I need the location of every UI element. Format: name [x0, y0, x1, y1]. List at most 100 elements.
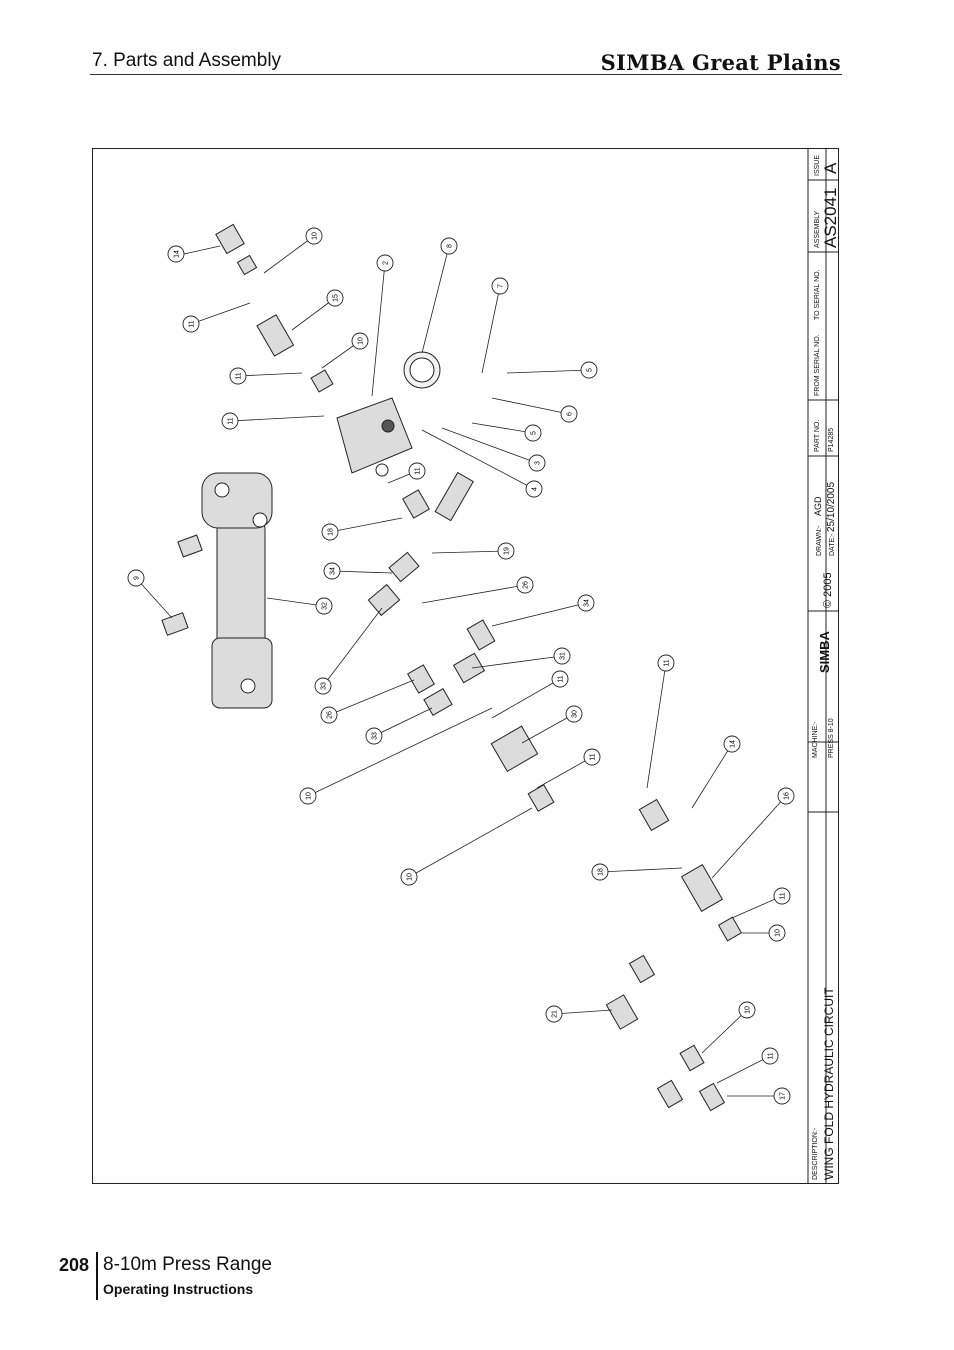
footer-subtitle: Operating Instructions [103, 1281, 254, 1297]
balloon-label: 5 [531, 431, 538, 435]
balloon-label: 10 [358, 337, 365, 345]
balloon-label: 4 [532, 487, 539, 491]
balloon-15: 15 [326, 289, 344, 307]
leader-lines [135, 235, 787, 1097]
balloon-label: 34 [330, 567, 337, 575]
balloon-label: 11 [189, 320, 196, 327]
balloon-label: 21 [552, 1010, 559, 1018]
balloon-18: 18 [321, 523, 339, 541]
balloon-label: 15 [333, 294, 340, 302]
balloon-19: 19 [497, 542, 515, 560]
balloon-label: 33 [321, 682, 328, 690]
balloon-9: 9 [127, 569, 145, 587]
balloon-label: 9 [134, 576, 141, 580]
brand-logo: SIMBA Great Plains [600, 50, 841, 75]
balloon-label: 19 [504, 547, 511, 555]
balloon-34: 34 [577, 594, 595, 612]
balloon-label: 10 [775, 929, 782, 937]
balloon-label: 18 [328, 528, 335, 536]
balloon-10: 10 [351, 332, 369, 350]
balloon-label: 3 [535, 461, 542, 465]
balloon-label: 18 [598, 868, 605, 876]
from-serial-label: FROM SERIAL NO. [814, 334, 821, 396]
page-number: 208 [59, 1255, 90, 1275]
balloon-30: 30 [565, 705, 583, 723]
balloon-label: 11 [780, 892, 787, 899]
balloon-10: 10 [768, 924, 786, 942]
balloon-11: 11 [182, 315, 200, 333]
balloon-label: 11 [236, 372, 243, 379]
balloon-33: 33 [314, 677, 332, 695]
valve-block [336, 397, 413, 474]
balloon-11: 11 [408, 462, 426, 480]
description-text: WING FOLD HYDRAULIC CIRCUIT [822, 987, 836, 1180]
balloon-label: 7 [498, 284, 505, 288]
balloon-26: 26 [320, 706, 338, 724]
footer-title: 8-10m Press Range [103, 1254, 272, 1275]
balloon-18: 18 [591, 863, 609, 881]
balloon-21: 21 [545, 1005, 563, 1023]
balloon-11: 11 [221, 412, 239, 430]
balloon-10: 10 [305, 227, 323, 245]
balloon-31: 31 [553, 647, 571, 665]
balloon-26: 26 [516, 576, 534, 594]
balloon-11: 11 [551, 670, 569, 688]
assembly-label: ASSEMBLY [814, 210, 821, 248]
balloon-3: 3 [528, 454, 546, 472]
parts-drawing: DESCRIPTION:- WING FOLD HYDRAULIC CIRCUI… [127, 148, 839, 1184]
parts-illustration [161, 223, 743, 1112]
date-label: DATE:- [829, 533, 836, 556]
to-serial-label: TO SERIAL NO. [814, 269, 821, 320]
issue-text: A [821, 162, 839, 174]
balloon-label: 10 [407, 873, 414, 881]
balloon-label: 5 [587, 368, 594, 372]
balloon-label: 26 [523, 581, 530, 589]
section-title: 7. Parts and Assembly [92, 50, 282, 71]
assembly-text: AS2041 [821, 188, 839, 249]
balloon-label: 10 [745, 1006, 752, 1014]
balloon-label: 10 [312, 232, 319, 240]
balloon-label: 6 [567, 412, 574, 416]
balloon-label: 17 [780, 1092, 787, 1100]
balloon-34: 34 [323, 562, 341, 580]
drawn-label: DRAWN:- [816, 525, 823, 556]
balloon-6: 6 [560, 405, 578, 423]
drawn-text: AGD [813, 496, 823, 516]
header-divider [90, 74, 842, 75]
description-label: DESCRIPTION:- [812, 1127, 819, 1180]
balloon-label: 11 [590, 753, 597, 760]
balloon-label: 16 [784, 792, 791, 800]
balloon-10: 10 [738, 1001, 756, 1019]
balloon-label: 32 [322, 602, 329, 610]
balloon-label: 14 [174, 250, 181, 258]
balloon-11: 11 [229, 367, 247, 385]
balloon-label: 14 [730, 740, 737, 748]
copyright-text: © 2005 [822, 572, 834, 608]
machine-label: MACHINE:- [812, 721, 819, 758]
cylinder-eye-bottom [211, 637, 273, 709]
balloon-label: 30 [572, 710, 579, 718]
balloon-33: 33 [365, 727, 383, 745]
balloon-10: 10 [400, 868, 418, 886]
balloon-4: 4 [525, 480, 543, 498]
balloon-16: 16 [777, 787, 795, 805]
balloon-label: 34 [584, 599, 591, 607]
balloon-label: 10 [306, 792, 313, 800]
balloon-14: 14 [167, 245, 185, 263]
balloon-14: 14 [723, 735, 741, 753]
balloon-8: 8 [440, 237, 458, 255]
balloon-10: 10 [299, 787, 317, 805]
balloon-label: 31 [560, 652, 567, 660]
balloon-11: 11 [773, 887, 791, 905]
balloon-label: 26 [327, 711, 334, 719]
balloon-label: 11 [558, 675, 565, 682]
issue-label: ISSUE [814, 155, 821, 176]
simba-logo: SIMBA [817, 631, 832, 674]
balloon-11: 11 [657, 654, 675, 672]
balloon-label: 11 [228, 417, 235, 424]
balloon-label: 11 [415, 467, 422, 474]
balloon-11: 11 [583, 748, 601, 766]
part-no-text: P14285 [828, 428, 835, 452]
footer-divider [96, 1252, 98, 1300]
balloon-label: 11 [664, 659, 671, 666]
